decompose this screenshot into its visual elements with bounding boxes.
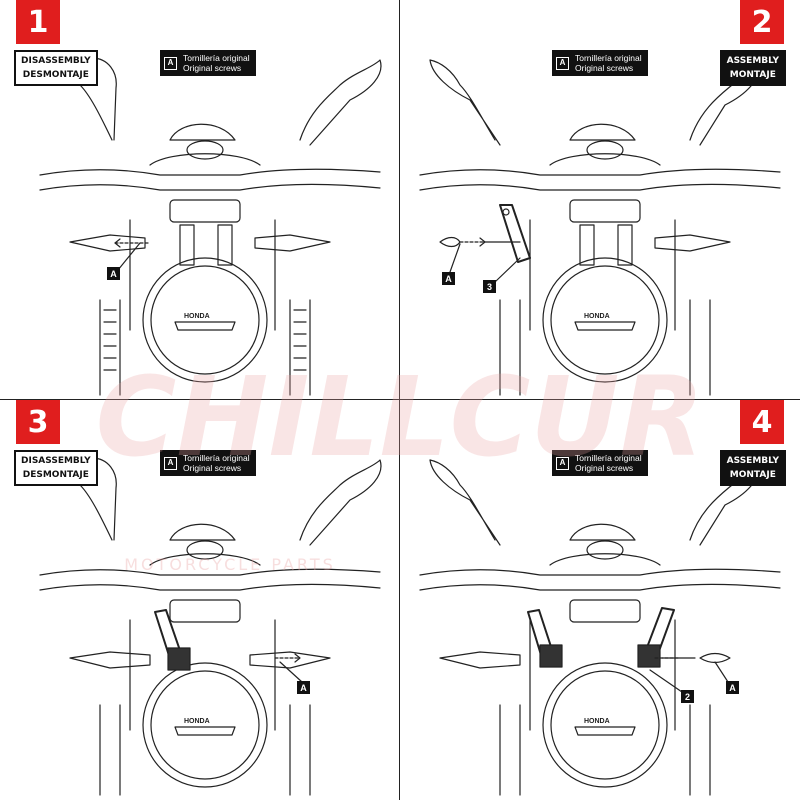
legend-key: A	[164, 56, 177, 70]
legend-original-screws: A Tornillería original Original screws	[160, 50, 256, 76]
legend-text-es: Tornillería original	[183, 453, 250, 463]
step-number: 4	[740, 400, 784, 444]
motorcycle-front-illustration	[419, 59, 781, 396]
phase-label: DISASSEMBLY DESMONTAJE	[14, 50, 98, 86]
panel-divider-horizontal	[0, 399, 800, 400]
phase-en: ASSEMBLY	[726, 56, 779, 66]
legend-original-screws: A Tornillería original Original screws	[160, 450, 256, 476]
legend-text-en: Original screws	[575, 463, 634, 473]
step-number: 1	[16, 0, 60, 44]
legend-text-en: Original screws	[575, 63, 634, 73]
legend-text-es: Tornillería original	[575, 453, 642, 463]
legend-text-es: Tornillería original	[183, 53, 250, 63]
motorcycle-front-illustration	[419, 459, 781, 796]
motorcycle-front-illustration	[39, 457, 382, 796]
legend-text-en: Original screws	[183, 63, 242, 73]
phase-es: DESMONTAJE	[22, 70, 89, 80]
legend-original-screws: A Tornillería original Original screws	[552, 50, 648, 76]
headlight-badge: HONDA	[184, 313, 210, 320]
callout-a: A	[297, 681, 310, 694]
legend-key: A	[164, 456, 177, 470]
callout-a: A	[107, 267, 120, 280]
legend-key: A	[556, 56, 569, 70]
panel-step-4: 4 ASSEMBLY MONTAJE A Tornillería origina…	[400, 400, 800, 800]
panel-step-2: 2 ASSEMBLY MONTAJE A Tornillería origina…	[400, 0, 800, 400]
phase-es: DESMONTAJE	[22, 470, 89, 480]
phase-es: MONTAJE	[729, 470, 776, 480]
callout-a: A	[442, 272, 455, 285]
phase-en: DISASSEMBLY	[21, 456, 91, 466]
legend-original-screws: A Tornillería original Original screws	[552, 450, 648, 476]
phase-label: ASSEMBLY MONTAJE	[719, 450, 786, 486]
legend-text-en: Original screws	[183, 463, 242, 473]
headlight-badge: HONDA	[584, 718, 610, 725]
phase-es: MONTAJE	[729, 70, 776, 80]
legend-key: A	[556, 456, 569, 470]
legend-text-es: Tornillería original	[575, 53, 642, 63]
callout-a: A	[726, 681, 739, 694]
step-number: 2	[740, 0, 784, 44]
callout-part-3: 3	[483, 280, 496, 293]
step-number: 3	[16, 400, 60, 444]
headlight-badge: HONDA	[584, 313, 610, 320]
phase-label: DISASSEMBLY DESMONTAJE	[14, 450, 98, 486]
callout-part-2: 2	[681, 690, 694, 703]
panel-step-3: 3 DISASSEMBLY DESMONTAJE A Tornillería o…	[0, 400, 400, 800]
motorcycle-front-illustration	[39, 57, 382, 396]
phase-label: ASSEMBLY MONTAJE	[719, 50, 786, 86]
phase-en: ASSEMBLY	[726, 456, 779, 466]
panel-divider-vertical	[399, 0, 400, 800]
panel-step-1: 1 DISASSEMBLY DESMONTAJE A Tornillería o…	[0, 0, 400, 400]
headlight-badge: HONDA	[184, 718, 210, 725]
phase-en: DISASSEMBLY	[21, 56, 91, 66]
